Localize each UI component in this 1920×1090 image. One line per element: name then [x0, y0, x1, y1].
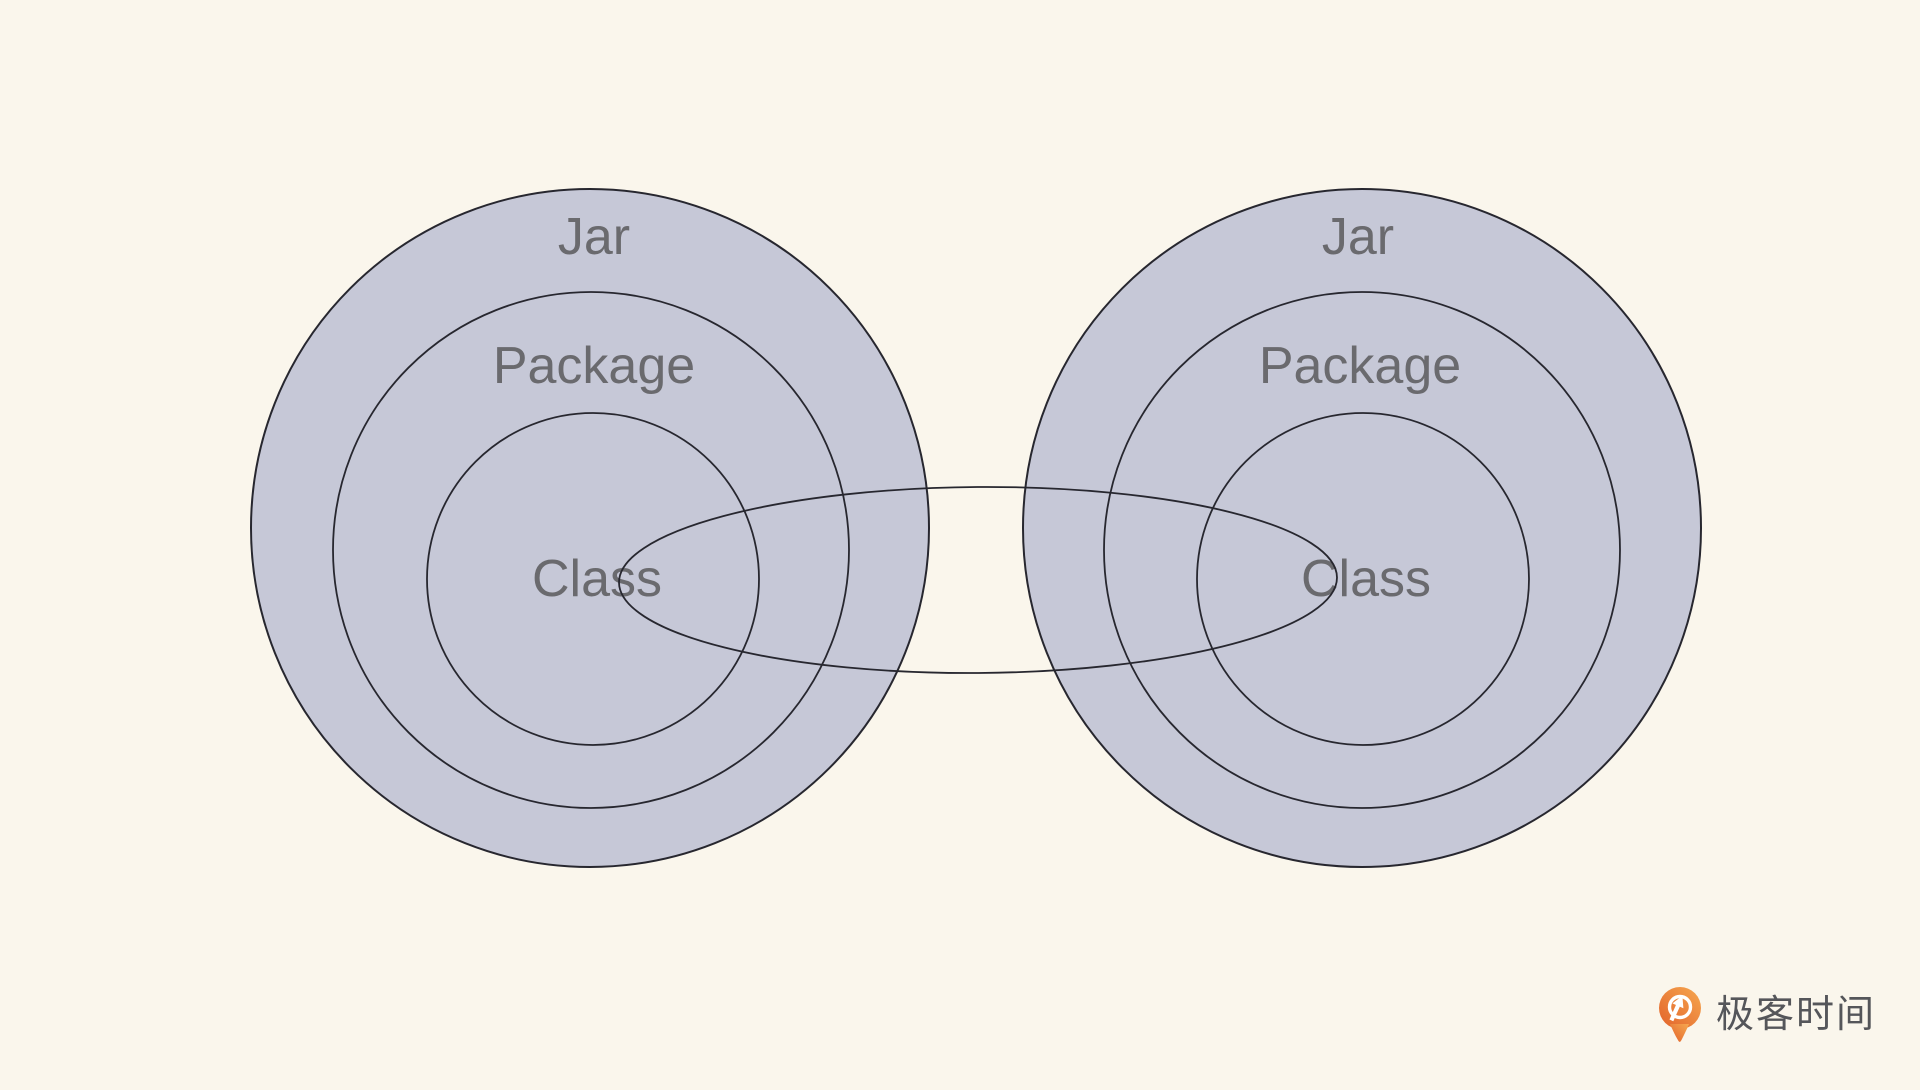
geektime-logo: 极客时间	[1657, 986, 1876, 1044]
right-class-circle	[1196, 412, 1530, 746]
right-package-circle	[1103, 291, 1621, 809]
left-jar-label: Jar	[558, 208, 630, 266]
right-jar-circle	[1022, 188, 1702, 868]
right-jar-label: Jar	[1322, 208, 1394, 266]
left-package-label: Package	[493, 337, 695, 395]
class-link-ellipse	[618, 486, 1338, 674]
left-nesting-group: Jar Package Class	[250, 188, 930, 868]
geektime-pin-icon	[1659, 987, 1701, 1042]
left-jar-circle	[250, 188, 930, 868]
left-class-label: Class	[532, 550, 662, 608]
left-package-circle	[332, 291, 850, 809]
right-nesting-group: Jar Package Class	[1022, 188, 1702, 868]
left-class-circle	[426, 412, 760, 746]
right-package-label: Package	[1259, 337, 1461, 395]
geektime-wordmark: 极客时间	[1716, 994, 1877, 1036]
right-class-label: Class	[1301, 550, 1431, 608]
